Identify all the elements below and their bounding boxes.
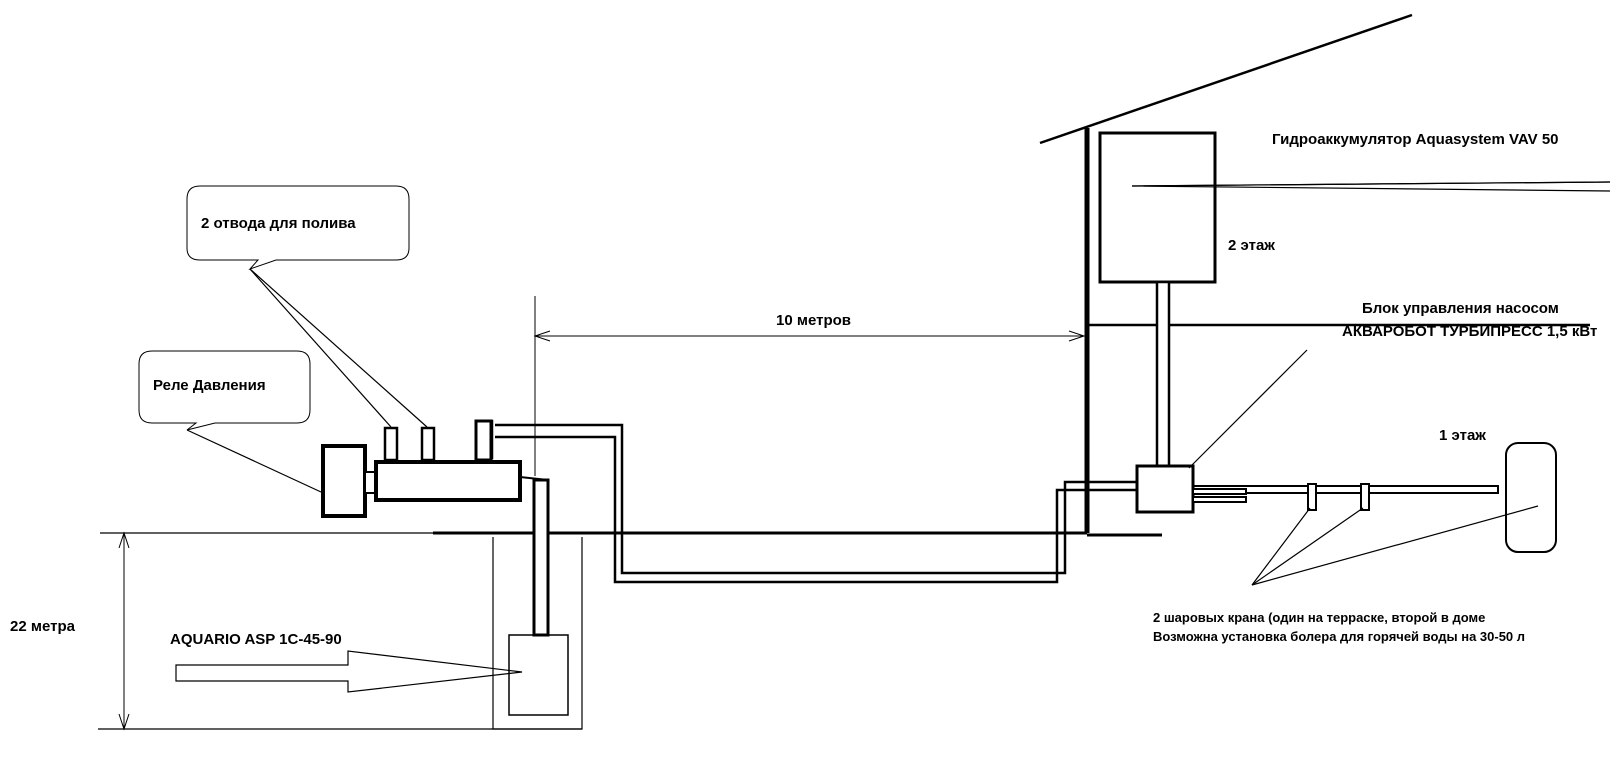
control-unit-label-line1: Блок управления насосом (1362, 300, 1559, 317)
accumulator-tank (1098, 131, 1217, 284)
distribution-manifold (374, 460, 522, 502)
ball-valve-1 (1307, 483, 1317, 511)
relay-bubble-shape (138, 350, 311, 431)
irrigation-callout-1 (249, 268, 392, 428)
hydro-accumulator (1098, 131, 1611, 468)
manifold-top-fitting (474, 419, 493, 462)
irrigation-bubble (186, 185, 410, 271)
pressure-unit (186, 268, 522, 518)
submersible-pump (508, 634, 569, 716)
ball-valve-2 (1360, 483, 1370, 511)
irrigation-label: 2 отвода для полива (201, 215, 356, 232)
pipe-stub-lower (1192, 496, 1247, 503)
accumulator-label: Гидроаккумулятор Aquasystem VAV 50 (1272, 131, 1559, 148)
distance-label: 10 метров (776, 312, 851, 329)
relay-bubble (138, 350, 311, 431)
pipe-stub-upper (1192, 488, 1247, 495)
depth-arrow-bottom (118, 713, 130, 731)
relay-callout (186, 429, 322, 493)
pump-pipe-link (519, 476, 549, 481)
ground-and-well (98, 476, 1087, 730)
distance-arrow-left (533, 330, 551, 342)
valves-callout-3 (1251, 505, 1539, 586)
control-unit-callout (1188, 349, 1308, 469)
labels: Гидроаккумулятор Aquasystem VAV 50 2 эта… (10, 131, 1597, 648)
accumulator-arrow-head (1131, 181, 1611, 192)
floor1-label: 1 этаж (1439, 427, 1486, 444)
irrigation-callout-2 (249, 268, 428, 428)
pump-arrow-shape (175, 650, 523, 693)
irrigation-outlet-2 (420, 426, 436, 462)
dimensions (118, 296, 1086, 731)
house (1039, 13, 1590, 537)
ball-valves-label-line1: 2 шаровых крана (один на терраске, второ… (1153, 610, 1485, 625)
valves-callout-1 (1251, 507, 1311, 586)
control-unit-label-line2: АКВАРОБОТ ТУРБИПРЕСС 1,5 кВт (1342, 323, 1597, 340)
pump-arrow (175, 650, 523, 693)
pipe-outer (495, 423, 1137, 575)
pipe-inner (495, 435, 1137, 584)
control-unit-assembly (1135, 349, 1557, 586)
floor1-consumer (1505, 442, 1557, 553)
control-unit-box (1135, 464, 1195, 514)
pump-pipe (532, 478, 550, 637)
pressure-relay-box (321, 444, 367, 518)
depth-label: 22 метра (10, 618, 76, 635)
irrigation-outlet-1 (383, 426, 399, 462)
pressure-relay-label: Реле Давления (153, 377, 266, 394)
accumulator-riser-pipe (1155, 280, 1171, 468)
valves-callout-2 (1251, 507, 1364, 586)
floor2-label: 2 этаж (1228, 237, 1275, 254)
pump-label: AQUARIO ASP 1C-45-90 (170, 631, 342, 648)
well-shaft (492, 537, 583, 730)
depth-arrow-top (118, 531, 130, 549)
ball-valves-label-line2: Возможна установка болера для горячей во… (1153, 629, 1525, 644)
main-pipeline (475, 419, 1137, 584)
roof-line (1039, 13, 1413, 145)
irrigation-bubble-shape (186, 185, 410, 271)
distance-arrow-right (1068, 330, 1086, 342)
